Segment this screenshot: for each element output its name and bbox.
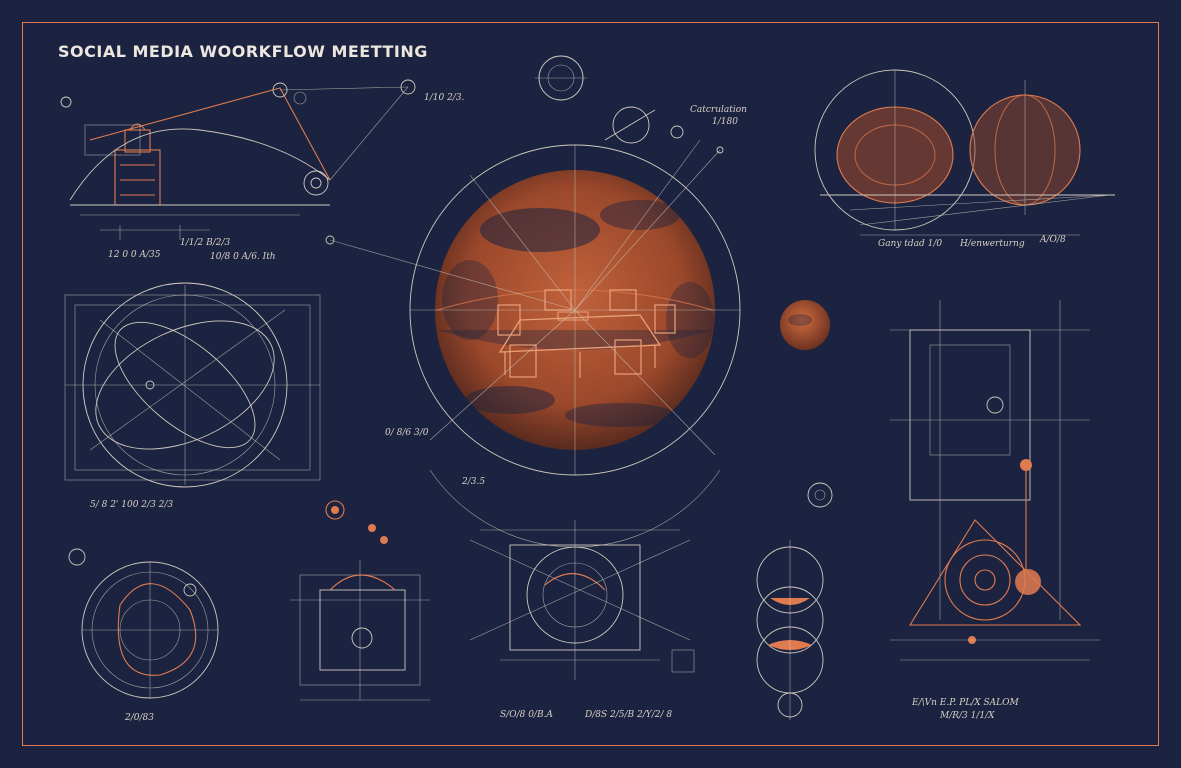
annotation-label: M/R/3 1/1/X xyxy=(939,711,995,721)
bottom-center-diagram xyxy=(469,520,695,680)
stacked-circles-diagram xyxy=(756,482,833,720)
annotation-label: 0/ 8/6 3/0 xyxy=(385,428,429,438)
annotation-label: S/O/8 0/B.A xyxy=(500,710,553,720)
annotation-label: 1/1/2 B/2/3 xyxy=(180,238,231,248)
top-center-circle xyxy=(535,55,684,144)
top-left-machine-sketch xyxy=(60,79,416,240)
mid-left-geometric-circle xyxy=(64,282,321,488)
annotation-label: 1/10 2/3. xyxy=(424,93,465,103)
poster-title: SOCIAL MEDIA WOORKFLOW MEETTING xyxy=(58,42,428,61)
annotation-label: 10/8 0 A/6. Ith xyxy=(210,252,276,262)
bottom-mechanism-sketch xyxy=(290,500,430,701)
right-machine-sketch xyxy=(890,300,1100,661)
annotation-label: D/8S 2/5/B 2/Y/2/ 8 xyxy=(584,710,672,720)
annotation-label: E/\Vn E.P. PL/X SALOM xyxy=(911,698,1020,708)
annotation-label: A/O/8 xyxy=(1039,235,1066,245)
top-right-spheres xyxy=(814,69,1115,236)
annotation-label: Gany tdad 1/0 xyxy=(878,239,942,249)
annotation-label: H/enwerturng xyxy=(959,239,1025,249)
annotation-label: 2/0/83 xyxy=(124,713,154,723)
annotation-label: 1/180 xyxy=(712,117,738,127)
annotation-label: Catcrulation xyxy=(690,105,747,115)
annotation-label: 5/ 8 2' 100 2/3 2/3 xyxy=(90,500,173,510)
small-globe-right xyxy=(780,300,830,350)
bottom-left-circle-diagram xyxy=(68,548,219,699)
central-globe-meeting-table xyxy=(325,139,741,548)
annotation-label: 2/3.5 xyxy=(461,477,485,487)
annotation-label: 12 0 0 A/35 xyxy=(108,250,161,260)
